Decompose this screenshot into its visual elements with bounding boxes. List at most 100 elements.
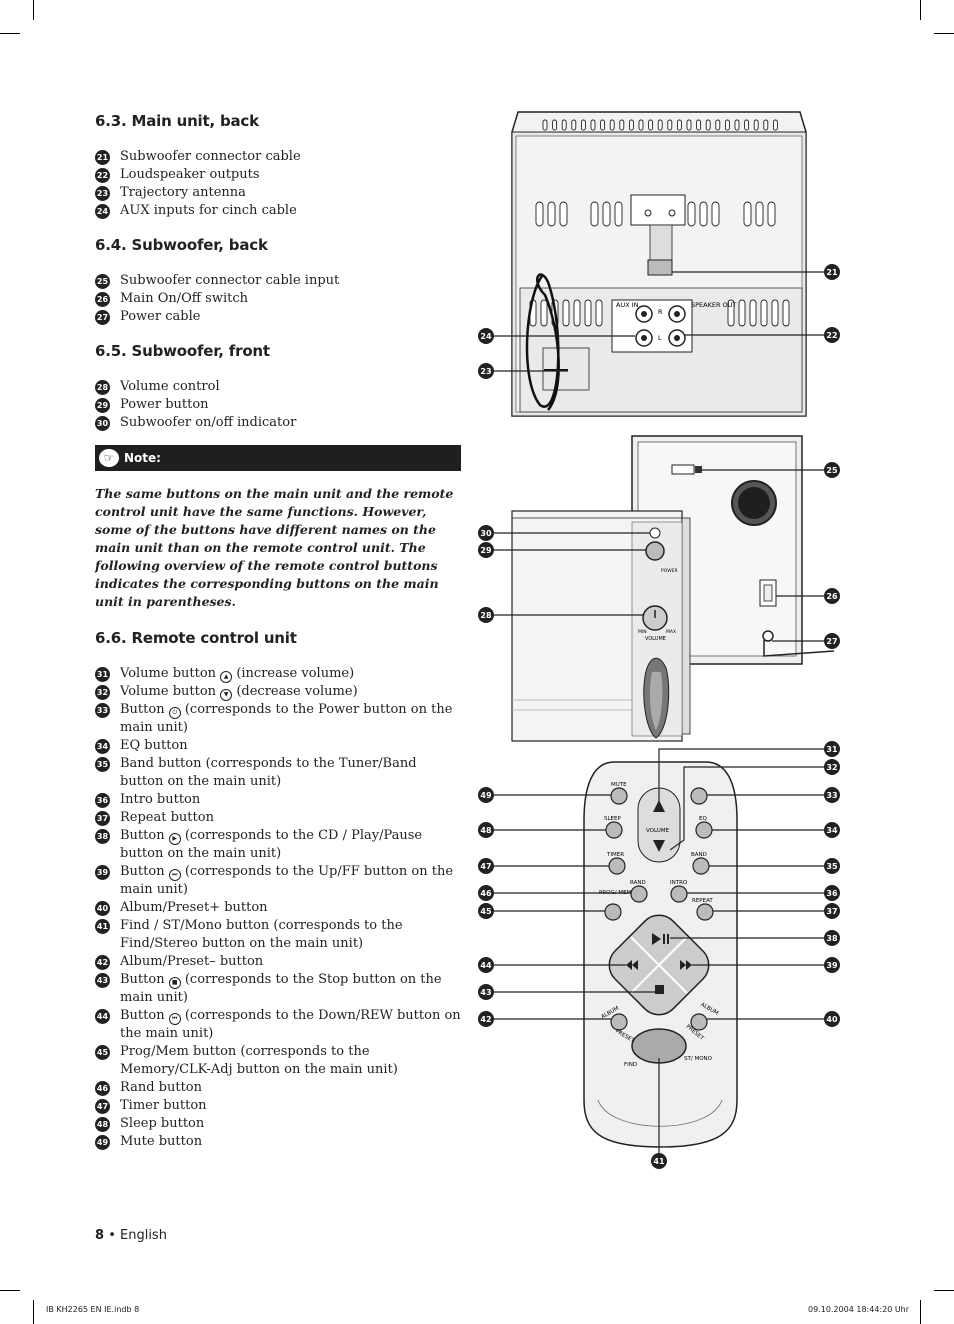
remote-volume-label: VOLUME [646, 828, 670, 834]
callout-number: 30 [95, 416, 110, 431]
rand-label: RAND [630, 880, 646, 886]
vent-slot [667, 119, 673, 131]
item-text: Rand button [120, 1080, 203, 1095]
vent-slot [559, 201, 568, 227]
sleep-label: SLEEP [604, 816, 622, 822]
callout-number: 49 [95, 1135, 110, 1150]
callout-number: 31 [826, 745, 838, 754]
list-item: 42 Album/Preset– button [95, 953, 461, 971]
callout-number: 35 [95, 757, 110, 772]
crop-mark [0, 33, 20, 34]
item-text: Subwoofer connector cable input [120, 273, 340, 288]
callout-number: 39 [826, 961, 838, 970]
item-text: Album/Preset– button [120, 954, 264, 969]
leader-lines [494, 271, 825, 1153]
vent-slot [743, 201, 752, 227]
callout-number: 41 [95, 919, 110, 934]
vent-slot [628, 119, 634, 131]
item-text-detail: (corresponds to the Up/FF button on the … [120, 864, 454, 897]
r-label: R [658, 308, 663, 316]
vent-slot [561, 119, 567, 131]
crop-mark [33, 0, 34, 20]
callout-36: 36 [824, 885, 840, 901]
vent-slot [614, 201, 623, 227]
vent-slot [734, 119, 740, 131]
item-text: Power cable [120, 309, 201, 324]
crop-mark [934, 1290, 954, 1291]
section-heading: 6.4. Subwoofer, back [95, 236, 268, 254]
vent-slot [580, 119, 586, 131]
callout-49: 49 [478, 787, 494, 803]
callout-number: 46 [480, 889, 492, 898]
callout-29: 29 [478, 542, 494, 558]
callout-28: 28 [478, 607, 494, 623]
subwoofer-front-diagram: POWER MIN MAX VOLUME [511, 510, 691, 742]
item-text: Button [120, 864, 165, 879]
callout-number: 40 [95, 901, 110, 916]
callout-26: 26 [824, 588, 840, 604]
vent-slot [744, 119, 750, 131]
item-text-detail: (increase volume) [236, 666, 355, 681]
max-label: MAX [666, 629, 676, 635]
mute-label: MUTE [611, 782, 627, 788]
vent-slot [687, 201, 696, 227]
vent-slot [590, 201, 599, 227]
callout-number: 32 [95, 685, 110, 700]
callout-number: 47 [95, 1099, 110, 1114]
callout-number: 43 [480, 988, 491, 997]
note-label: Note: [124, 451, 161, 465]
item-text: Power button [120, 397, 209, 412]
callout-number: 37 [826, 907, 837, 916]
st-mono-label: ST/ MONO [684, 1056, 713, 1062]
callout-number: 26 [95, 292, 110, 307]
callout-number: 25 [826, 466, 838, 475]
callout-48: 48 [478, 822, 494, 838]
main-unit-back-diagram: AUX IN R L SPEAKER OUT [511, 111, 807, 417]
callout-39: 39 [824, 957, 840, 973]
vent-slot [760, 299, 768, 327]
power-label: POWER [661, 568, 678, 574]
eq-label: EQ [699, 816, 707, 822]
vent-slot [738, 299, 746, 327]
item-text: Repeat button [120, 810, 214, 825]
callout-number: 44 [95, 1009, 110, 1024]
callout-24: 24 [478, 328, 494, 344]
l-label: L [658, 334, 662, 342]
vent-slot [705, 119, 711, 131]
callout-number: 31 [95, 667, 110, 682]
list-item: 25 Subwoofer connector cable input [95, 272, 461, 290]
callout-31: 31 [824, 741, 840, 757]
top-vent-slots [542, 119, 778, 131]
side-vent-slots [535, 201, 776, 227]
callout-number: 44 [480, 961, 492, 970]
vent-slot [755, 201, 764, 227]
callout-number: 25 [95, 274, 110, 289]
timer-label: TIMER [606, 852, 624, 858]
page-number: 8 [95, 1228, 105, 1243]
callout-number: 32 [826, 763, 837, 772]
callout-number: 30 [480, 529, 492, 538]
callout-number: 35 [826, 862, 838, 871]
callout-number: 37 [95, 811, 110, 826]
callout-number: 47 [480, 862, 491, 871]
crop-mark [33, 1300, 34, 1324]
callout-number: 33 [826, 791, 837, 800]
callout-number: 41 [653, 1157, 665, 1166]
item-text-detail: (corresponds to the Power button on the … [120, 702, 453, 735]
find-label: FIND [624, 1062, 637, 1068]
crop-mark [0, 1290, 20, 1291]
item-text: EQ button [120, 738, 188, 753]
callout-number: 42 [95, 955, 110, 970]
aux-in-label: AUX IN [616, 301, 639, 309]
